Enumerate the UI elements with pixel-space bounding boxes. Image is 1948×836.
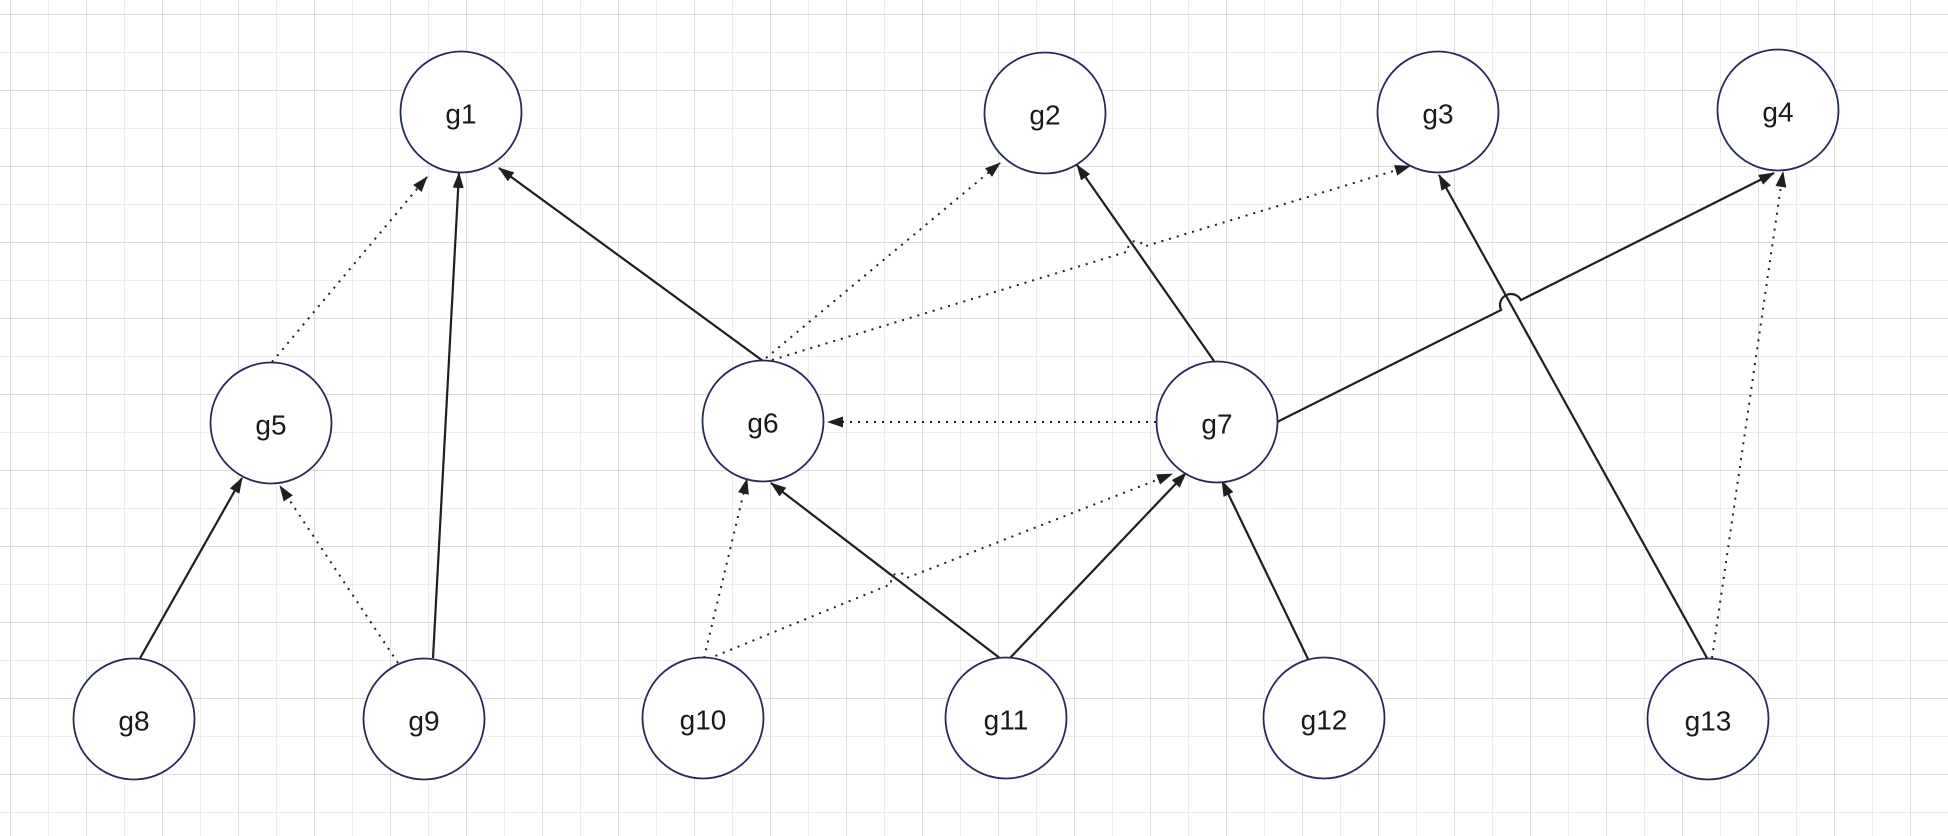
node-g7[interactable] [1155,360,1279,484]
node-g3[interactable] [1376,50,1500,174]
edges-layer [138,162,1787,664]
edge-g11-g7-solid[interactable] [1009,472,1187,659]
edge-g11-g6-solid[interactable] [770,482,1002,660]
node-g5[interactable] [209,361,333,485]
edge-g6-g1-solid[interactable] [498,167,764,362]
edge-g9-g5-dotted[interactable] [279,485,399,664]
node-g12[interactable] [1262,656,1386,780]
node-g10[interactable] [641,656,765,780]
edge-g6-g2-dotted[interactable] [765,162,1001,359]
node-g6[interactable] [701,359,825,483]
edge-g13-g4-dotted[interactable] [1711,171,1787,659]
edge-g6-g3-dotted[interactable] [771,165,1411,361]
node-g8[interactable] [72,657,196,781]
node-g11[interactable] [944,656,1068,780]
edge-g7-g2-solid[interactable] [1076,164,1215,362]
node-g13[interactable] [1646,657,1770,781]
edge-g8-g5-solid[interactable] [138,477,243,661]
node-g9[interactable] [362,657,486,781]
edge-g12-g7-solid[interactable] [1221,480,1309,660]
node-g4[interactable] [1716,48,1840,172]
edge-g10-g6-dotted[interactable] [703,478,749,659]
edge-g9-g1-solid[interactable] [431,172,464,659]
edge-g5-g1-dotted[interactable] [271,176,428,363]
edge-g7-g4-solid[interactable] [1276,172,1775,423]
edge-g13-g3-solid[interactable] [1438,174,1708,659]
node-g1[interactable] [399,50,523,174]
node-g2[interactable] [983,51,1107,175]
